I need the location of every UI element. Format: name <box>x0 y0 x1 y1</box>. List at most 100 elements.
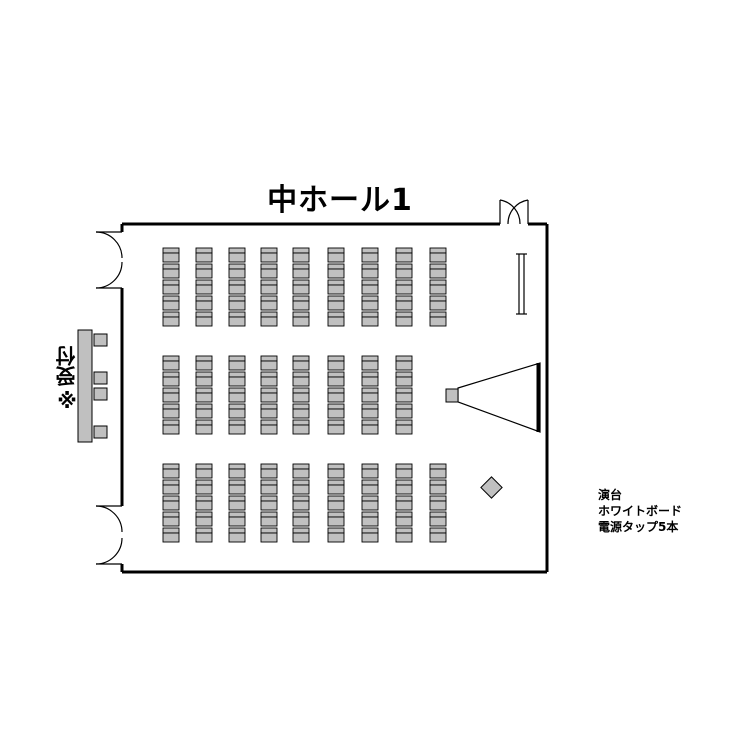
seat <box>162 495 180 511</box>
seat <box>395 279 413 295</box>
seat <box>292 247 310 263</box>
seat <box>292 279 310 295</box>
seat <box>292 263 310 279</box>
seating-area <box>162 247 447 543</box>
seat <box>162 511 180 527</box>
door-top-right[interactable] <box>499 199 529 225</box>
seat <box>292 403 310 419</box>
seat <box>292 311 310 327</box>
seat <box>429 263 447 279</box>
seat <box>395 527 413 543</box>
seat <box>292 419 310 435</box>
seat <box>228 295 246 311</box>
seat <box>395 403 413 419</box>
podium <box>480 476 503 499</box>
seat <box>162 295 180 311</box>
seat <box>361 355 379 371</box>
door-left-upper[interactable] <box>95 231 123 289</box>
seat <box>361 527 379 543</box>
seat <box>195 511 213 527</box>
seat <box>327 403 345 419</box>
seat <box>395 419 413 435</box>
seat <box>327 495 345 511</box>
reception-desk <box>77 329 108 443</box>
seat <box>395 511 413 527</box>
seat <box>260 495 278 511</box>
seat <box>292 387 310 403</box>
seat <box>195 479 213 495</box>
seat <box>195 403 213 419</box>
seat <box>162 479 180 495</box>
seat <box>260 511 278 527</box>
seat <box>429 295 447 311</box>
seat <box>260 463 278 479</box>
seat <box>195 279 213 295</box>
seat <box>327 511 345 527</box>
seat <box>162 311 180 327</box>
seat <box>395 479 413 495</box>
door-left-lower[interactable] <box>95 505 123 565</box>
seat <box>260 295 278 311</box>
seat <box>292 463 310 479</box>
seat <box>327 355 345 371</box>
seat <box>395 371 413 387</box>
seat <box>361 479 379 495</box>
seat <box>292 479 310 495</box>
seat <box>429 247 447 263</box>
seat <box>162 463 180 479</box>
seat <box>228 387 246 403</box>
seat-block-back <box>162 463 447 543</box>
room-title: 中ホール1 <box>267 183 413 218</box>
seat <box>292 371 310 387</box>
seat <box>162 371 180 387</box>
seat <box>260 279 278 295</box>
seat <box>260 419 278 435</box>
seat <box>195 263 213 279</box>
seat <box>429 463 447 479</box>
seat <box>260 371 278 387</box>
seat <box>327 311 345 327</box>
seat <box>260 263 278 279</box>
seat <box>327 419 345 435</box>
seat <box>361 387 379 403</box>
seat <box>228 527 246 543</box>
seat <box>195 495 213 511</box>
equipment-item: 演台 <box>598 488 623 502</box>
seat <box>228 495 246 511</box>
seat <box>195 355 213 371</box>
seat-block-middle <box>162 355 413 435</box>
seat <box>195 527 213 543</box>
seat <box>195 371 213 387</box>
seat <box>260 527 278 543</box>
seat <box>228 355 246 371</box>
seat <box>361 419 379 435</box>
seat <box>395 247 413 263</box>
seat <box>228 479 246 495</box>
seat <box>327 463 345 479</box>
seat <box>228 279 246 295</box>
seat <box>395 387 413 403</box>
seat <box>228 371 246 387</box>
seat <box>361 495 379 511</box>
seat <box>162 279 180 295</box>
seat <box>260 387 278 403</box>
seat <box>327 371 345 387</box>
seat <box>292 295 310 311</box>
seat <box>429 279 447 295</box>
seat <box>395 311 413 327</box>
seat <box>361 463 379 479</box>
seat <box>395 495 413 511</box>
seat <box>429 527 447 543</box>
seat <box>327 479 345 495</box>
seat <box>260 479 278 495</box>
seat <box>327 279 345 295</box>
seat <box>361 295 379 311</box>
seat <box>361 311 379 327</box>
seat <box>162 387 180 403</box>
seat-block-front <box>162 247 447 327</box>
seat <box>429 479 447 495</box>
seat <box>292 355 310 371</box>
seat <box>395 463 413 479</box>
seat <box>162 419 180 435</box>
